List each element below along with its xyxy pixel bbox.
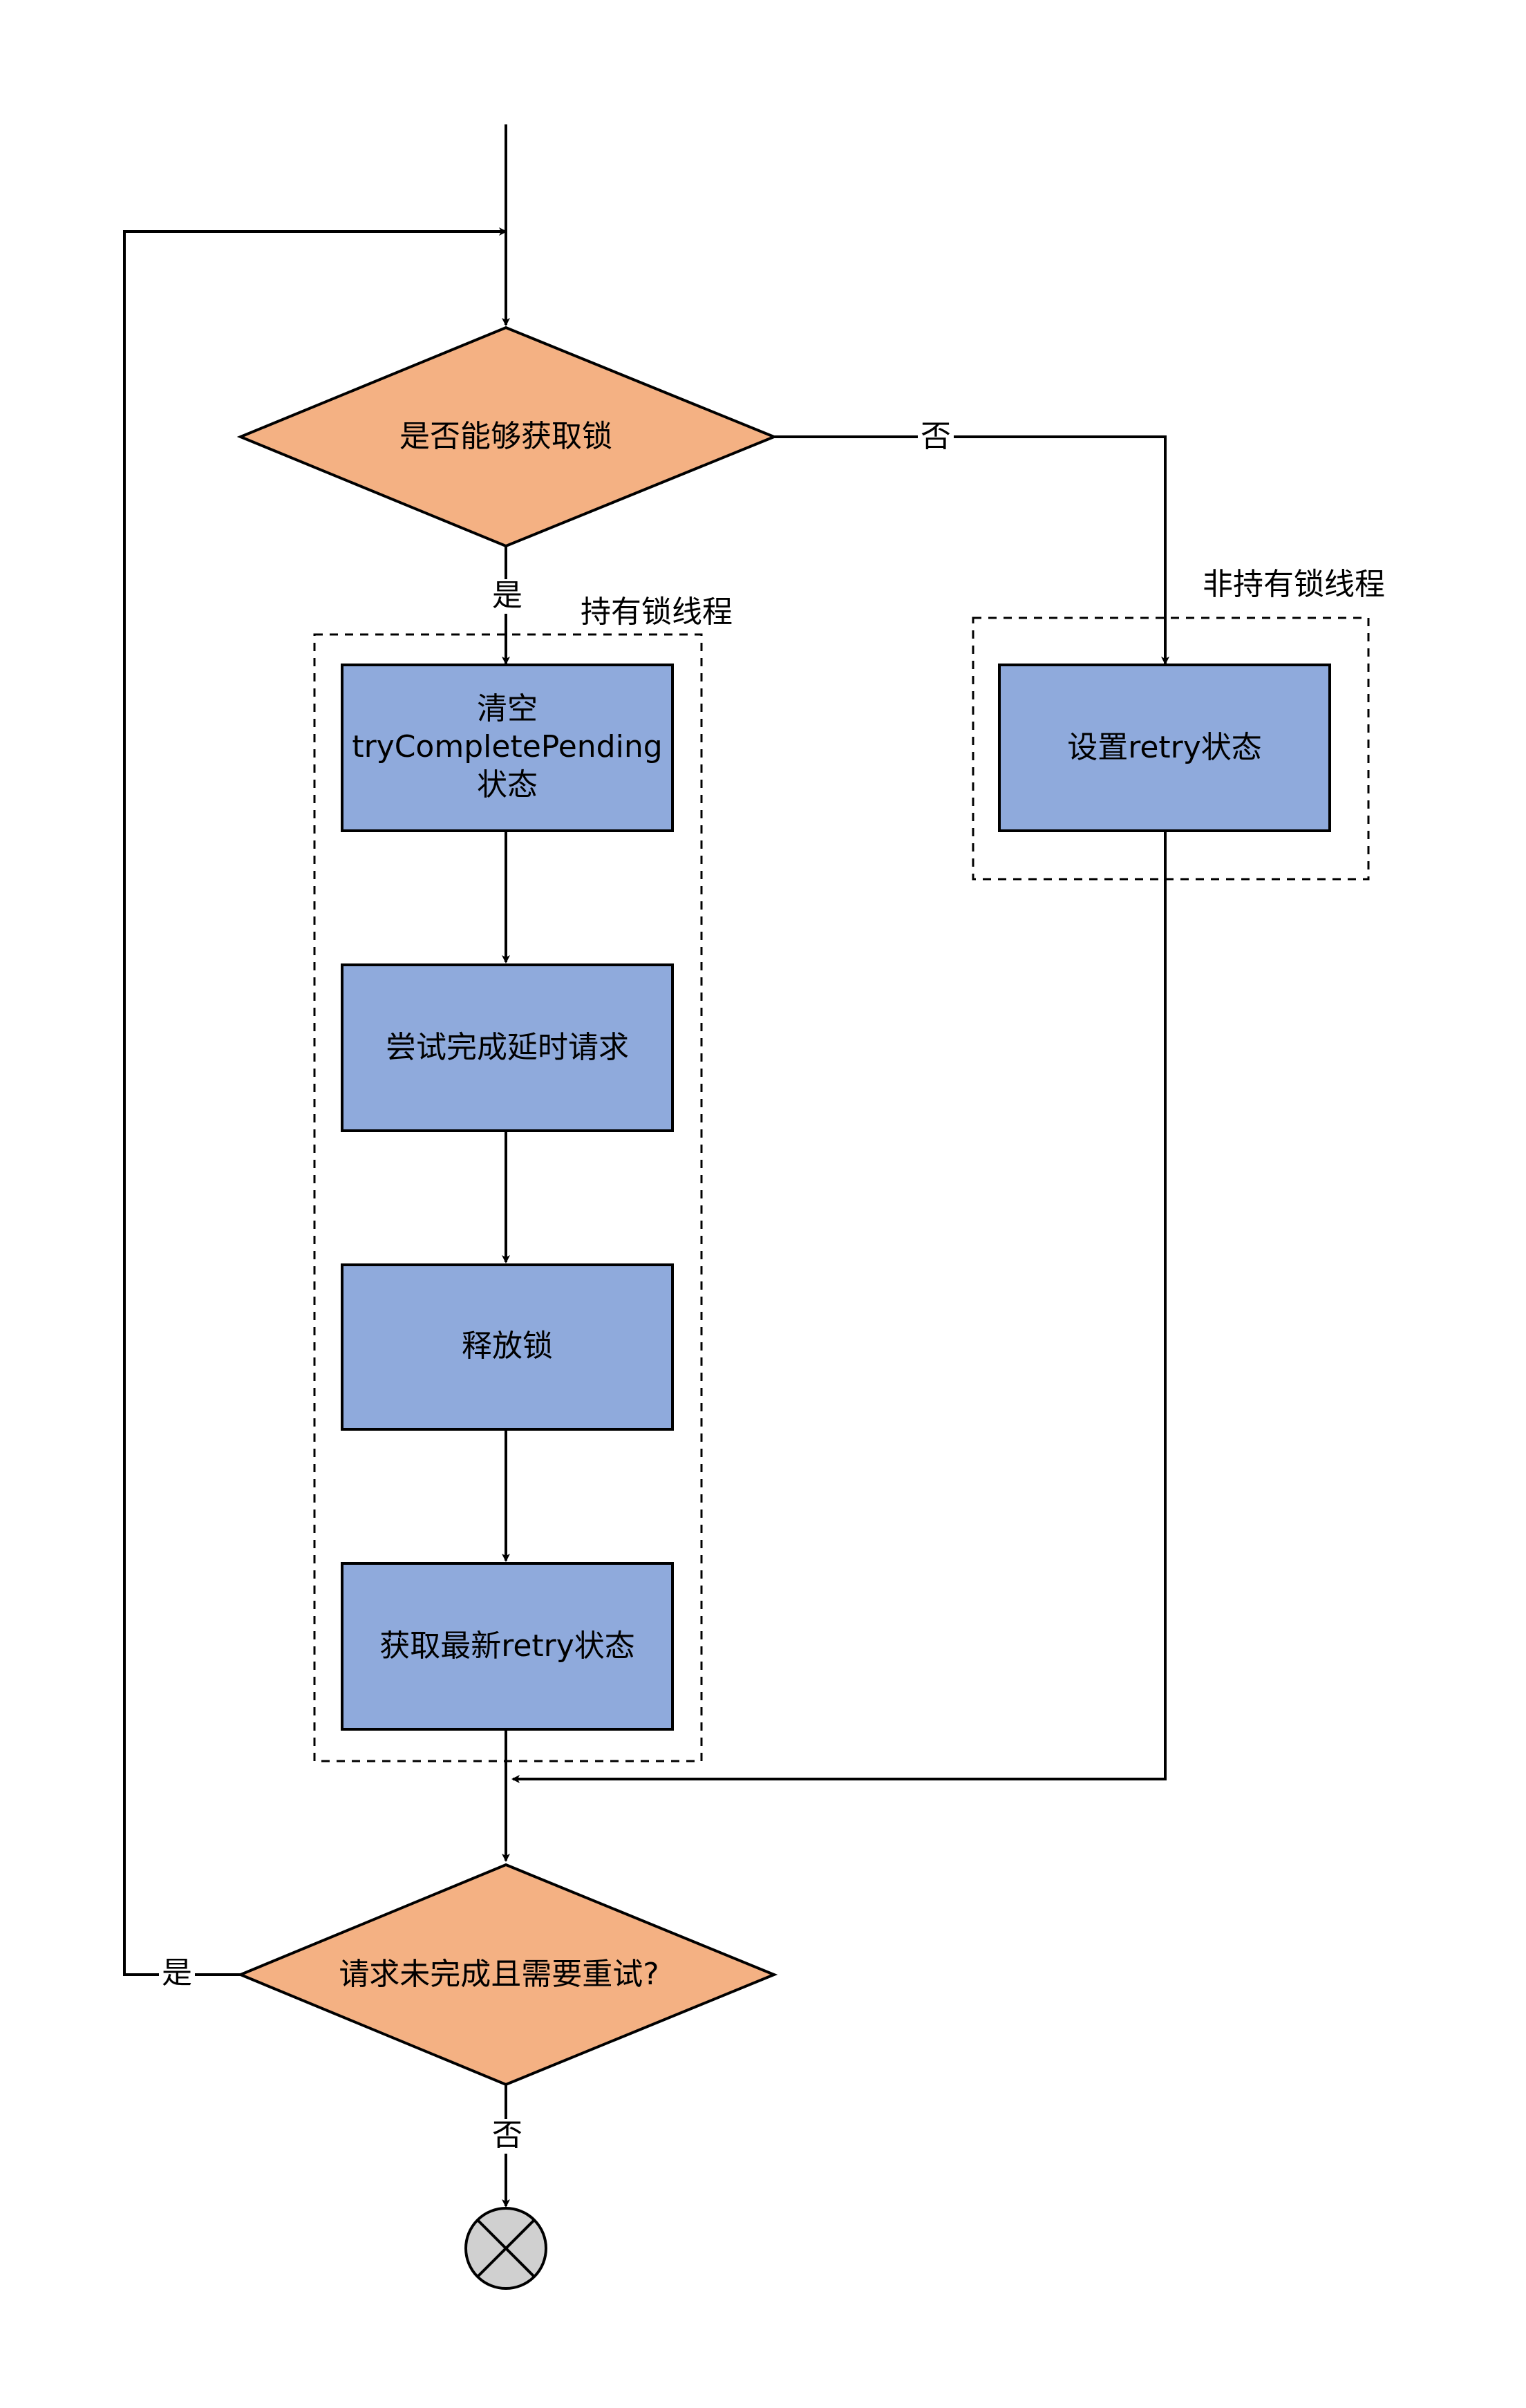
box-clear-pending-line2: tryCompletePending — [352, 729, 662, 764]
box-set-retry — [998, 664, 1331, 832]
box-release-lock — [341, 1263, 674, 1431]
decision-acquire-lock-text: 是否能够获取锁 — [399, 419, 612, 454]
group-lock-holder-label: 持有锁线程 — [581, 594, 733, 630]
box-try-complete-text: 尝试完成延时请求 — [386, 1030, 629, 1065]
decision-acquire-lock — [236, 326, 778, 548]
edge-label-acquire-yes: 是 — [492, 578, 522, 613]
edge-label-retry-no: 否 — [492, 2118, 522, 2153]
box-get-retry — [341, 1562, 674, 1731]
box-release-lock-text: 释放锁 — [462, 1328, 553, 1364]
edge-set-retry-merge — [511, 831, 1167, 1783]
box-clear-pending-line3: 状态 — [477, 767, 538, 802]
box-clear-pending-line1: 清空 — [477, 691, 538, 726]
group-non-lock-holder — [972, 617, 1370, 881]
box-clear-pending — [341, 664, 674, 832]
box-try-complete — [341, 963, 674, 1132]
decision-retry-text: 请求未完成且需要重试? — [339, 1957, 659, 1992]
group-non-lock-holder-label: 非持有锁线程 — [1203, 567, 1385, 602]
edge-label-retry-yes: 是 — [162, 1955, 192, 1991]
edge-label-acquire-no: 否 — [921, 419, 951, 454]
end-terminator — [464, 2207, 547, 2290]
edge-acquire-no — [774, 435, 1169, 665]
decision-retry — [236, 1863, 778, 2087]
box-set-retry-text: 设置retry状态 — [1067, 730, 1262, 765]
box-get-retry-text: 获取最新retry状态 — [379, 1628, 635, 1664]
group-lock-holder — [313, 633, 703, 1762]
